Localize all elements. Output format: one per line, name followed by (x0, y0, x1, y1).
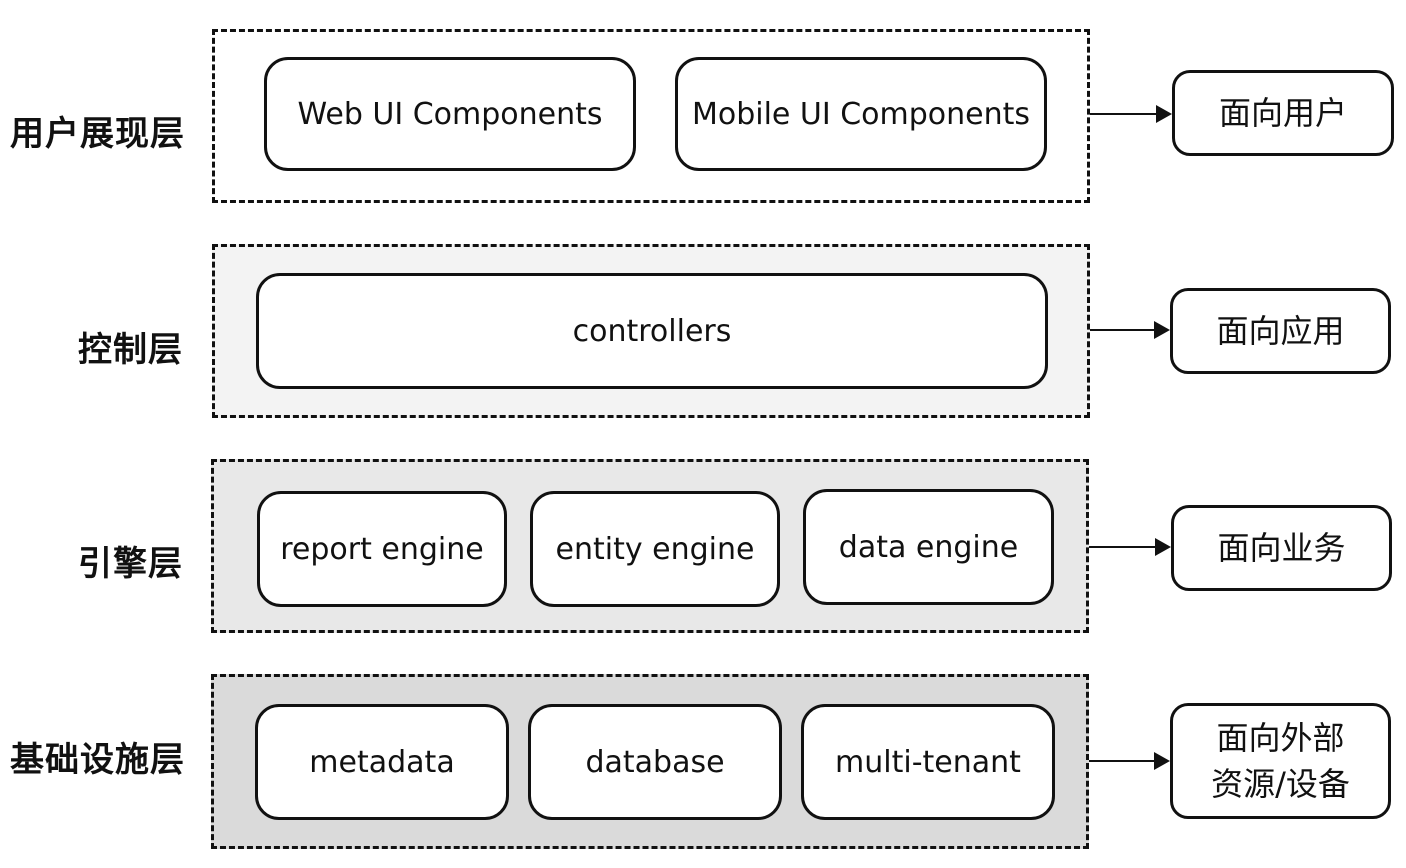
component-controllers: controllers (256, 273, 1048, 389)
layer-label-presentation: 用户展现层 (10, 114, 185, 154)
target-applications: 面向应用 (1170, 288, 1391, 374)
arrow-engine (1089, 538, 1171, 556)
layer-control: controllers (212, 244, 1090, 418)
arrow-presentation (1090, 105, 1172, 123)
component-mobile-ui: Mobile UI Components (675, 57, 1047, 171)
component-web-ui: Web UI Components (264, 57, 636, 171)
layer-label-control: 控制层 (78, 330, 183, 370)
component-entity-engine: entity engine (530, 491, 780, 607)
component-data-engine: data engine (803, 489, 1054, 605)
layer-presentation: Web UI Components Mobile UI Components (212, 29, 1090, 203)
target-applications-label: 面向应用 (1216, 311, 1345, 350)
target-external-line-1: 面向外部 (1216, 718, 1345, 757)
target-users-label: 面向用户 (1218, 93, 1347, 132)
arrow-control (1090, 321, 1170, 339)
arrow-infrastructure (1089, 752, 1170, 770)
layer-label-engine: 引擎层 (78, 544, 183, 584)
target-external-resources: 面向外部 资源/设备 (1170, 703, 1391, 819)
target-external-line-2: 资源/设备 (1211, 765, 1350, 803)
target-business-label: 面向业务 (1217, 528, 1346, 567)
layer-infrastructure: metadata database multi-tenant (211, 674, 1089, 849)
target-users: 面向用户 (1172, 70, 1394, 156)
component-report-engine: report engine (257, 491, 507, 607)
component-metadata: metadata (255, 704, 509, 820)
layer-engine: report engine entity engine data engine (211, 459, 1089, 633)
component-database: database (528, 704, 782, 820)
target-business: 面向业务 (1171, 505, 1392, 591)
layer-label-infrastructure: 基础设施层 (10, 740, 185, 780)
component-multi-tenant: multi-tenant (801, 704, 1055, 820)
